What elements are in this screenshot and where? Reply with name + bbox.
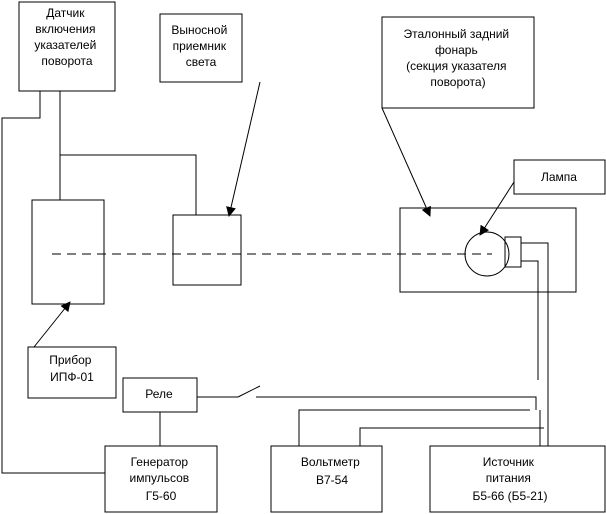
wire-lamp-b xyxy=(521,260,539,380)
voltmeter-box xyxy=(270,445,383,513)
relay-switch-contact xyxy=(237,385,261,398)
sensor-label: Датчик включения указателей поворота xyxy=(34,6,99,68)
wire-voltmeter-a xyxy=(298,409,530,446)
wire-voltmeter-b xyxy=(359,427,544,446)
wire-sensor-to-generator xyxy=(1,91,105,474)
wire-lamp-a xyxy=(521,242,549,446)
power-box xyxy=(429,445,606,513)
lamp-ref-callout-box xyxy=(381,16,535,109)
receiver-label: Выносной приемник света xyxy=(171,23,230,69)
receiver-box xyxy=(159,13,243,83)
arrow-device xyxy=(33,301,71,348)
generator-label: Генератор импульсов Г5-60 xyxy=(130,455,193,503)
receiver-unit-box xyxy=(172,214,242,286)
power-label: Источник питания Б5-66 (Б5-21) xyxy=(472,455,547,503)
relay-label: Реле xyxy=(145,387,173,401)
lamp-ref-label: Эталонный задний фонарь (секция указател… xyxy=(404,27,513,89)
arrow-receiver xyxy=(226,81,261,217)
lamp-callout-box xyxy=(513,159,606,195)
sensor-box xyxy=(18,1,116,92)
device-label-box xyxy=(27,346,117,399)
voltmeter-label: Вольтметр В7-54 xyxy=(301,455,363,487)
wire-relay-to-lamp xyxy=(256,396,537,410)
device-label: Прибор ИПФ-01 xyxy=(49,353,95,384)
lamp-label: Лампа xyxy=(541,170,577,184)
lamp-housing-box xyxy=(399,207,577,293)
lamp-socket xyxy=(504,236,522,268)
generator-box xyxy=(104,445,218,513)
device-ipf-box xyxy=(31,199,105,305)
arrow-lamp xyxy=(479,181,515,236)
wire-sensor-to-ipf xyxy=(59,91,197,215)
arrow-lamp-ref xyxy=(381,107,431,217)
